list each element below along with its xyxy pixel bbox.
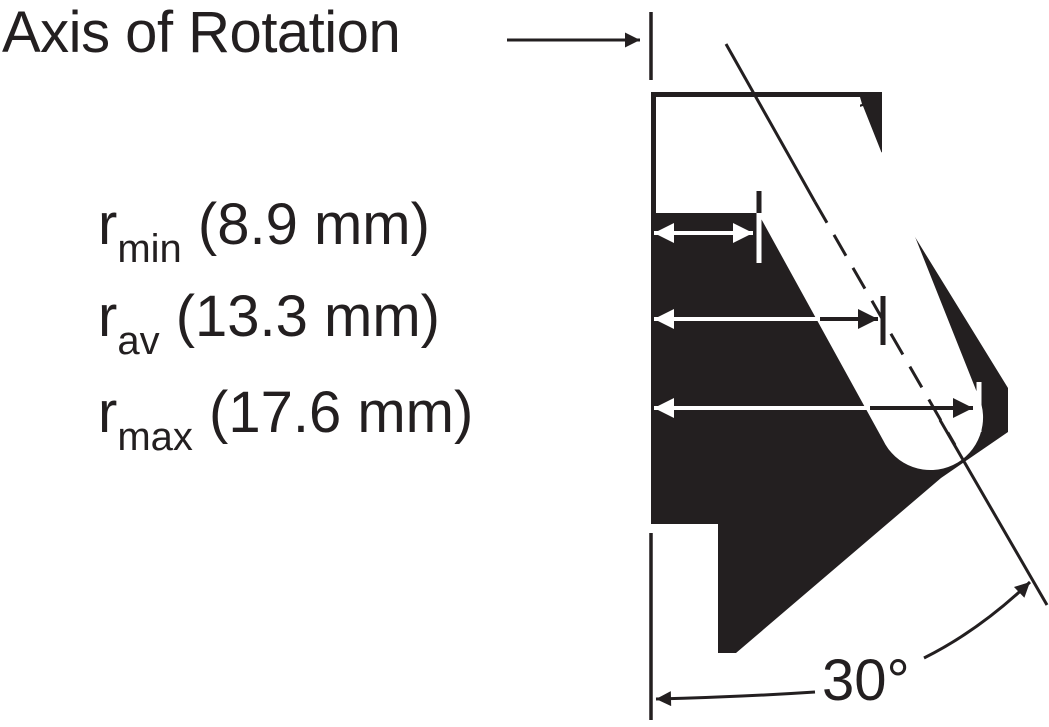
angle-label: 30° [822, 648, 910, 713]
r-av-value: (13.3 mm) [175, 284, 440, 349]
tube-centerline-bottom [938, 419, 1049, 606]
r-av-symbol: r [98, 284, 118, 349]
r-min-label: rmin (8.9 mm) [98, 196, 430, 270]
axis-of-rotation-label: Axis of Rotation [2, 0, 401, 65]
r-min-value: (8.9 mm) [197, 192, 430, 257]
tube-centerline-dashed [813, 201, 957, 446]
angle-arc-left [655, 690, 816, 707]
angle-arc-right [923, 580, 1032, 660]
sample-tube-body [758, 106, 984, 471]
r-min-subscript: min [117, 227, 182, 271]
r-max-value: (17.6 mm) [209, 380, 474, 445]
r-max-subscript: max [117, 415, 193, 459]
tube-centerline-top [724, 43, 817, 203]
r-max-symbol: r [98, 380, 118, 445]
r-av-subscript: av [117, 319, 160, 363]
r-av-label: rav (13.3 mm) [98, 288, 440, 362]
r-min-symbol: r [98, 192, 118, 257]
r-max-label: rmax (17.6 mm) [98, 384, 473, 458]
